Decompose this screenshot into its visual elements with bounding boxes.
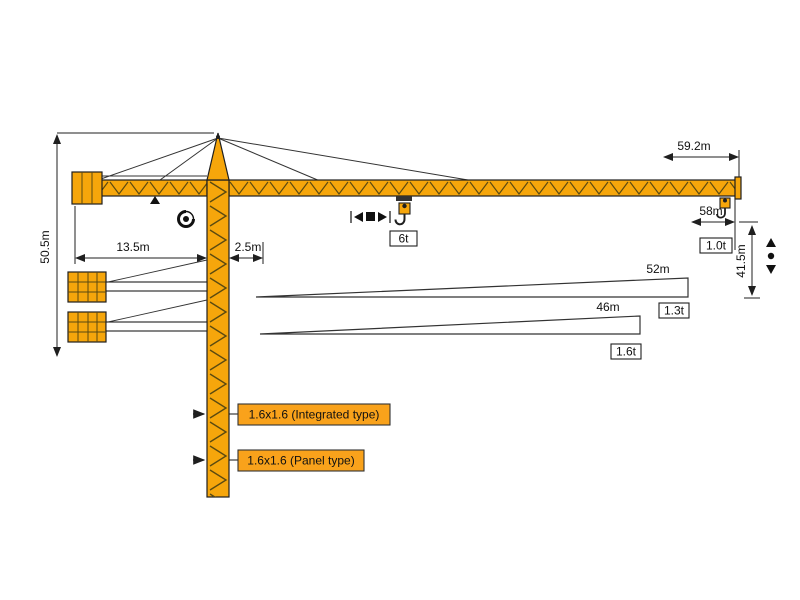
tip-hook bbox=[716, 197, 731, 219]
hook-pulley bbox=[402, 203, 407, 209]
hook-pulley bbox=[723, 198, 727, 203]
slewing-icon bbox=[177, 210, 195, 228]
load-value: 1.6t bbox=[616, 345, 637, 359]
load-badge-tip-46m: 1.6t bbox=[610, 343, 642, 360]
dim-label: 58m bbox=[699, 204, 722, 218]
trolley-travel-icon bbox=[350, 211, 391, 223]
winch-marker bbox=[150, 196, 160, 204]
trolley bbox=[396, 196, 412, 201]
label-box bbox=[237, 403, 391, 426]
mast-lattice bbox=[207, 180, 229, 497]
pendant-counterjib-inner bbox=[159, 137, 219, 181]
anchor-tie-lower bbox=[107, 299, 208, 323]
trolley-hook bbox=[394, 196, 412, 226]
pendant-jib-inner bbox=[217, 137, 321, 182]
dim-label: 50.5m bbox=[38, 230, 52, 263]
apex-pulley bbox=[216, 135, 220, 139]
base-ballast-lower bbox=[67, 311, 107, 343]
label-text: 1.6x1.6 (Panel type) bbox=[247, 454, 354, 468]
tower-apex bbox=[206, 132, 230, 181]
hook bbox=[394, 214, 406, 226]
hoist-icon bbox=[766, 238, 776, 274]
load-value: 1.0t bbox=[706, 239, 727, 253]
pendant-jib-outer bbox=[217, 137, 481, 183]
label-text: 1.6x1.6 (Integrated type) bbox=[249, 408, 380, 422]
dim-label: 13.5m bbox=[116, 240, 149, 254]
dimension-lift-height: 41.5m bbox=[734, 221, 760, 299]
jib-tip-plate bbox=[734, 176, 742, 200]
crane-structure bbox=[67, 132, 742, 498]
anchor-beam-lower bbox=[105, 321, 208, 332]
pendant-counterjib-outer bbox=[97, 137, 219, 181]
label-box bbox=[237, 449, 365, 472]
mast-type-panel: 1.6x1.6 (Panel type) bbox=[193, 449, 365, 472]
counter-jib-lattice bbox=[100, 180, 207, 196]
base-ballast-upper bbox=[67, 271, 107, 303]
anchor-beam-upper bbox=[105, 281, 208, 292]
dimension-max-radius: 59.2m bbox=[663, 139, 740, 177]
dimension-counter-jib-radius: 13.5m bbox=[74, 206, 207, 264]
anchor-tie-upper bbox=[107, 259, 208, 283]
pendant-lines bbox=[97, 137, 481, 183]
jib-option-52m bbox=[255, 277, 689, 298]
dimension-mast-offset: 2.5m bbox=[229, 240, 264, 264]
load-badge-max: 6t bbox=[389, 230, 418, 247]
load-value: 6t bbox=[398, 232, 409, 246]
dim-label: 59.2m bbox=[677, 139, 710, 153]
jib-option-52m-label: 52m bbox=[646, 262, 669, 276]
dimension-tip-hook-radius: 58m bbox=[691, 198, 736, 250]
jib-lattice bbox=[229, 180, 739, 196]
jib-option-46m bbox=[259, 315, 641, 335]
dim-label: 41.5m bbox=[734, 244, 748, 277]
dimension-tower-height: 50.5m bbox=[38, 132, 214, 357]
load-badge-tip-52m: 1.3t bbox=[658, 302, 690, 319]
jib-option-46m-label: 46m bbox=[596, 300, 619, 314]
dim-label: 2.5m bbox=[235, 240, 262, 254]
mast-type-integrated: 1.6x1.6 (Integrated type) bbox=[193, 403, 391, 426]
load-badge-tip-59m: 1.0t bbox=[699, 237, 733, 254]
counterweight-block bbox=[71, 171, 103, 205]
load-value: 1.3t bbox=[664, 304, 685, 318]
hook bbox=[716, 208, 726, 219]
